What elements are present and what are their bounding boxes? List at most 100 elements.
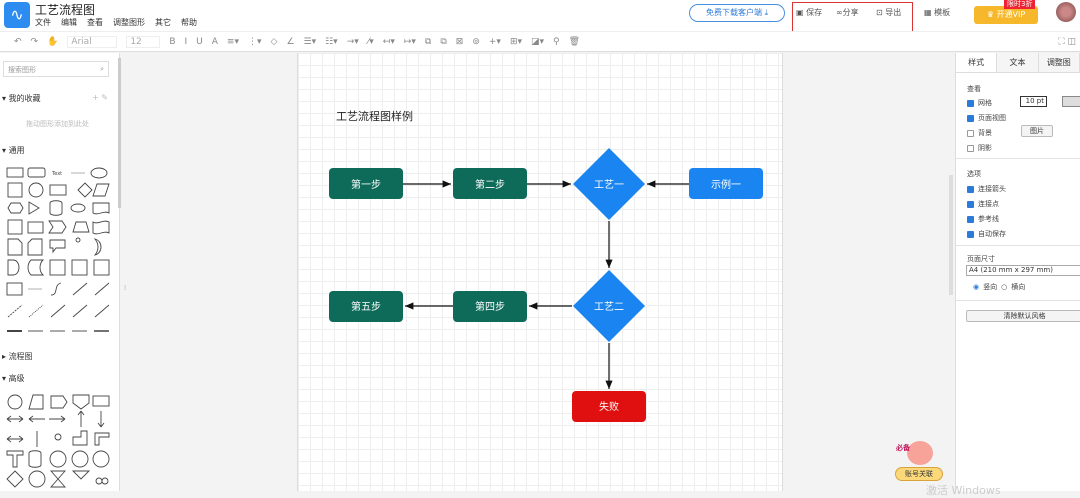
font-color-icon[interactable]: A — [211, 36, 218, 47]
node-step1[interactable] — [329, 168, 403, 199]
tab-arrange[interactable]: 调整图 — [1038, 53, 1080, 72]
italic-icon[interactable]: I — [184, 36, 188, 47]
menu-arrange[interactable]: 调整图形 — [113, 18, 145, 27]
vip-label: 开通VIP — [996, 10, 1026, 19]
export-button[interactable]: ⊡ 导出 — [876, 7, 901, 18]
node-example1-label: 示例一 — [711, 178, 741, 191]
shape-search-input[interactable]: 搜索图形⌕ — [3, 61, 109, 77]
add-favorite-icon[interactable]: + ✎ — [92, 93, 108, 102]
templates-button[interactable]: ▦ 模板 — [924, 7, 950, 18]
windows-watermark: 激活 Windows — [926, 484, 1001, 497]
tab-style[interactable]: 样式 — [956, 53, 998, 72]
connect-points-checkbox[interactable]: 连接点 — [967, 199, 999, 209]
image-icon[interactable]: ⊠ — [455, 36, 464, 47]
line-type-icon[interactable]: ⁄▾ — [367, 36, 374, 47]
shape-library: 搜索图形⌕ ▾ 我的收藏 + ✎ 拖动图形添加到此处 ▾ 通用 Text ▸ 流… — [0, 53, 121, 491]
promo-ad[interactable]: 必备 — [893, 437, 945, 482]
connectors — [403, 180, 689, 389]
underline-icon[interactable]: U — [196, 36, 203, 47]
download-icon: ⤓ — [764, 8, 769, 17]
connect-points-label: 连接点 — [978, 200, 999, 208]
diagram-canvas[interactable]: 工艺流程图样例 第一步 第二步 工艺一 示例一 工艺二 第四步 第五步 — [297, 53, 783, 491]
collapse-handle-icon[interactable]: ⁞ — [124, 284, 127, 292]
image-button[interactable]: 图片 — [1021, 125, 1053, 137]
divider — [956, 300, 1080, 301]
advanced-shapes[interactable] — [5, 393, 111, 491]
send-back-icon[interactable]: ⧉ — [440, 36, 447, 47]
node-example1[interactable] — [689, 168, 763, 199]
bold-icon[interactable]: B — [169, 36, 176, 47]
page-view-checkbox[interactable]: 页面视图 — [967, 113, 1006, 123]
background-checkbox[interactable]: 背景 — [967, 128, 992, 138]
delete-icon[interactable]: 🗑 — [568, 36, 581, 47]
link-icon[interactable]: ⊚ — [472, 36, 480, 47]
node-fail[interactable] — [572, 391, 646, 422]
valign-icon[interactable]: ⋮▾ — [247, 36, 262, 47]
flowchart-section[interactable]: ▸ 流程图 — [2, 352, 33, 361]
fill-color-icon[interactable]: ◇ — [270, 36, 278, 47]
guides-checkbox[interactable]: 参考线 — [967, 214, 999, 224]
menu-help[interactable]: 帮助 — [181, 18, 197, 27]
node-step4[interactable] — [453, 291, 527, 322]
share-button[interactable]: ∞分享 — [836, 7, 859, 18]
tab-text[interactable]: 文本 — [997, 53, 1039, 72]
vip-badge: 限时3折 — [1004, 0, 1036, 9]
font-size-select[interactable]: 12 — [126, 35, 161, 48]
vip-button[interactable]: ♛ 开通VIP — [974, 6, 1038, 24]
node-step5[interactable] — [329, 291, 403, 322]
grid-color-swatch[interactable] — [1062, 96, 1080, 107]
account-link-button[interactable]: 账号关联 — [895, 467, 943, 481]
menu-edit[interactable]: 编辑 — [61, 18, 77, 27]
line-color-icon[interactable]: ∠ — [286, 36, 295, 47]
shadow-checkbox[interactable]: 阴影 — [967, 143, 992, 153]
promo-graphic — [907, 441, 933, 465]
advanced-section[interactable]: ▾ 高级 — [2, 374, 25, 383]
canvas-scrollbar[interactable] — [949, 175, 953, 295]
flowchart-label: 流程图 — [8, 352, 33, 361]
avatar[interactable] — [1056, 2, 1076, 22]
portrait-radio[interactable]: ◉ — [973, 283, 980, 291]
shape-library-scrollbar[interactable] — [118, 58, 121, 208]
hexagon-shape — [7, 202, 24, 214]
table-icon[interactable]: ⊞▾ — [509, 36, 523, 47]
save-button[interactable]: ▣ 保存 — [796, 7, 822, 18]
node-step2[interactable] — [453, 168, 527, 199]
menu-view[interactable]: 查看 — [87, 18, 103, 27]
autosave-checkbox[interactable]: 自动保存 — [967, 229, 1006, 239]
background-label: 背景 — [978, 129, 992, 137]
align-icon[interactable]: ≡▾ — [226, 36, 239, 47]
undo-icon[interactable]: ↶ — [14, 36, 22, 47]
connector-icon[interactable]: →▾ — [346, 36, 359, 47]
or-shape — [93, 238, 102, 256]
insert-icon[interactable]: +▾ — [488, 36, 501, 47]
grid-checkbox[interactable]: 网格 — [967, 98, 992, 108]
end-arrow-icon[interactable]: ↦▾ — [403, 36, 416, 47]
style-icon[interactable]: ◪▾ — [531, 36, 545, 47]
note-shape — [7, 238, 23, 256]
download-client-button[interactable]: 免费下载客户端 ⤓ — [689, 4, 785, 22]
fullscreen-icon[interactable]: ⛶ ◫ — [1058, 36, 1076, 47]
node-process1[interactable] — [573, 148, 645, 220]
node-process2[interactable] — [573, 270, 645, 342]
grid-size-input[interactable]: 10 pt — [1020, 96, 1047, 107]
landscape-radio[interactable]: ○ — [1001, 283, 1008, 291]
bring-front-icon[interactable]: ⧉ — [424, 36, 432, 47]
line-shape — [50, 304, 66, 318]
parallelogram-shape — [92, 183, 110, 197]
page-size-select[interactable]: A4 (210 mm x 297 mm) — [966, 265, 1080, 276]
font-select[interactable]: Arial — [67, 35, 118, 48]
pin-icon[interactable]: ⚲ — [553, 36, 560, 47]
menu-other[interactable]: 其它 — [155, 18, 171, 27]
menu-file[interactable]: 文件 — [35, 18, 51, 27]
line-width-icon[interactable]: ☰▾ — [303, 36, 317, 47]
start-arrow-icon[interactable]: ↤▾ — [382, 36, 395, 47]
node-step5-label: 第五步 — [351, 300, 381, 313]
general-shapes[interactable]: Text — [5, 165, 111, 340]
favorites-section[interactable]: ▾ 我的收藏 — [2, 94, 41, 103]
redo-icon[interactable]: ↷ — [30, 36, 39, 47]
general-section[interactable]: ▾ 通用 — [2, 146, 25, 155]
connect-arrows-checkbox[interactable]: 连接箭头 — [967, 184, 1006, 194]
format-painter-icon[interactable]: ✋ — [47, 36, 59, 47]
line-style-icon[interactable]: ☷▾ — [325, 36, 338, 47]
clear-style-button[interactable]: 清除默认风格 — [966, 310, 1080, 322]
